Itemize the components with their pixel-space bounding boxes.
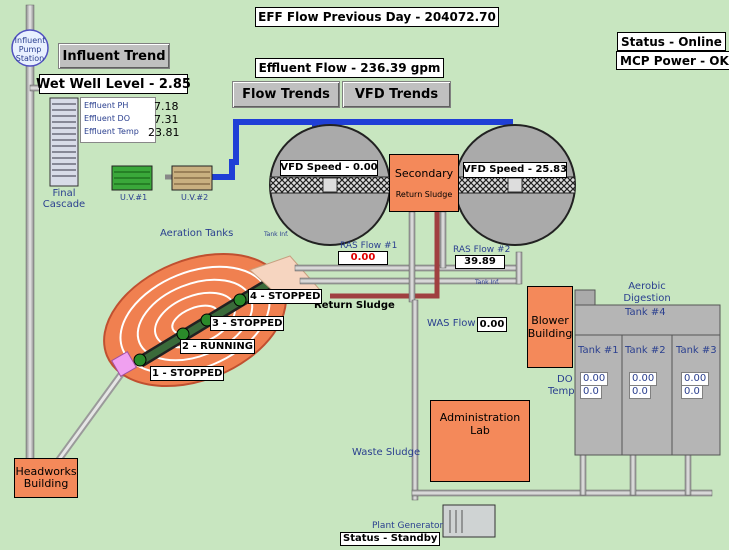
ras-flow-2-value: 39.89 xyxy=(455,255,505,269)
ras-flow-1-value: 0.00 xyxy=(338,251,388,265)
wet-well-level: Wet Well Level - 2.85 xyxy=(36,74,191,94)
was-flow-label: WAS Flow xyxy=(427,318,476,329)
tank-1-label[interactable]: Tank #1 xyxy=(578,345,619,356)
effluent-temp-value: 23.81 xyxy=(148,126,180,139)
tank-3-do: 0.00 xyxy=(681,372,710,386)
tank-4-label[interactable]: Tank #4 xyxy=(625,307,666,318)
ras-flow-1-label: RAS Flow #1 xyxy=(340,241,398,251)
return-sludge-pump-label: Return Sludge xyxy=(395,190,453,199)
tank-2-temp: 0.0 xyxy=(629,385,651,399)
headworks-building[interactable]: Headworks Building xyxy=(14,458,78,498)
aerobic-digestion-title: Aerobic Digestion xyxy=(623,281,671,304)
blower-building[interactable]: Blower Building xyxy=(527,286,573,368)
vfd-speed-2: VFD Speed - 25.83 xyxy=(463,162,567,178)
tank-3-label[interactable]: Tank #3 xyxy=(676,345,717,356)
aerator-1-motor xyxy=(133,353,147,367)
effluent-flow: Effluent Flow - 236.39 gpm xyxy=(255,58,444,78)
aerator-1-status[interactable]: 1 - STOPPED xyxy=(150,366,225,381)
tank-2-label[interactable]: Tank #2 xyxy=(625,345,666,356)
secondary-return-sludge-building[interactable]: Secondary Return Sludge xyxy=(389,154,459,212)
influent-pipe xyxy=(25,4,35,466)
effluent-readings-panel: Effluent PH Effluent DO Effluent Temp xyxy=(80,97,156,143)
influent-pump-station-globe xyxy=(11,29,49,67)
secondary-label: Secondary xyxy=(394,167,454,180)
do-label: DO xyxy=(557,374,573,385)
effluent-do-value: 7.31 xyxy=(154,113,179,126)
waste-sludge-pipe xyxy=(411,299,713,501)
aerator-2-status[interactable]: 2 - RUNNING xyxy=(180,339,255,354)
mcp-power-status: MCP Power - OK xyxy=(616,51,729,70)
aeration-tanks-title: Aeration Tanks xyxy=(160,228,234,239)
effluent-do-label: Effluent DO xyxy=(84,114,130,123)
waste-sludge-label: Waste Sludge xyxy=(352,447,421,458)
return-sludge-label: Return Sludge xyxy=(314,300,395,311)
effluent-ph-label: Effluent PH xyxy=(84,101,129,110)
ras-flow-2-label: RAS Flow #2 xyxy=(453,245,511,255)
influent-pump-station-label[interactable]: Influent Pump Station xyxy=(14,36,46,63)
tank-inf-bottom-label: Tank Inf. xyxy=(475,279,500,286)
aerator-4-motor xyxy=(233,293,247,307)
tank-1-temp: 0.0 xyxy=(580,385,602,399)
plant-generator-unit xyxy=(442,504,496,538)
aerator-4-status[interactable]: 4 - STOPPED xyxy=(248,289,323,304)
effluent-ph-value: 7.18 xyxy=(154,100,179,113)
vfd-trends-button[interactable]: VFD Trends xyxy=(342,81,451,108)
plant-generator-label: Plant Generator xyxy=(372,521,444,531)
uv2-label: U.V.#2 xyxy=(181,193,209,202)
was-flow-value: 0.00 xyxy=(477,317,507,332)
uv1-label: U.V.#1 xyxy=(120,193,148,202)
system-status: Status - Online xyxy=(617,32,726,51)
tank-3-temp: 0.0 xyxy=(681,385,703,399)
temp-label: Temp xyxy=(548,386,575,397)
splitter-box xyxy=(111,351,137,377)
effluent-temp-label: Effluent Temp xyxy=(84,127,139,136)
generator-status: Status - Standby xyxy=(340,532,441,546)
tank-2-do: 0.00 xyxy=(629,372,658,386)
eff-flow-previous-day: EFF Flow Previous Day - 204072.70 xyxy=(255,7,499,27)
clarifier-2 xyxy=(454,124,576,246)
clarifier-1 xyxy=(269,124,391,246)
final-cascade-label: Final Cascade xyxy=(42,188,86,210)
flow-trends-button[interactable]: Flow Trends xyxy=(232,81,340,108)
administration-lab-building[interactable]: Administration Lab xyxy=(430,400,530,482)
uv-unit-2 xyxy=(171,165,213,191)
final-cascade-unit xyxy=(49,97,79,187)
uv-unit-1 xyxy=(111,165,153,191)
influent-trend-button[interactable]: Influent Trend xyxy=(58,43,170,69)
tank-inf-top-label: Tank Inf. xyxy=(264,231,289,238)
tank-1-do: 0.00 xyxy=(580,372,609,386)
aerator-3-status[interactable]: 3 - STOPPED xyxy=(210,316,285,331)
vfd-speed-1: VFD Speed - 0.00 xyxy=(280,160,378,176)
